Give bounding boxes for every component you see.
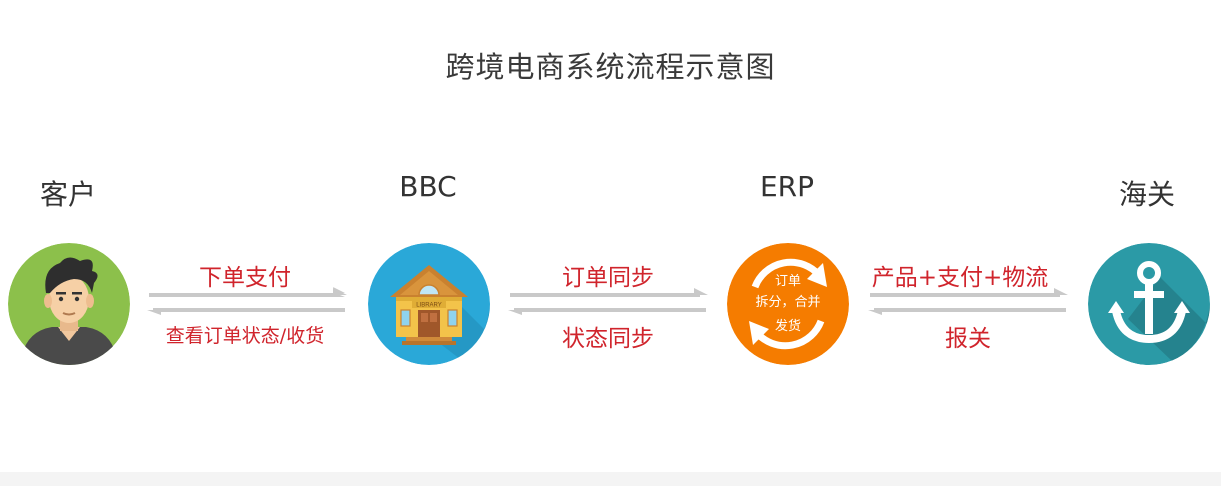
erp-inner-line1: 订单 [775,274,801,289]
arrow-customer-bbc [145,284,350,320]
bbc-library-icon: LIBRARY [368,243,490,365]
customer-icon [8,243,130,365]
node-label-erp: ERP [759,170,815,203]
arrow-erp-customs [866,284,1071,320]
edge-label-order-sync: 订单同步 [562,265,654,291]
page-title: 跨境电商系统流程示意图 [445,50,776,84]
node-label-customs: 海关 [1118,178,1175,211]
erp-cycle-icon: 订单 拆分，合并 发货 [727,243,849,365]
edge-label-order-pay: 下单支付 [199,265,291,291]
footer-band [0,472,1221,486]
edge-label-check-status: 查看订单状态/收货 [165,325,325,347]
erp-inner-line2: 拆分，合并 [755,295,820,310]
anchor-icon [1088,243,1210,365]
erp-inner-line3: 发货 [775,318,801,334]
library-sign-text: LIBRARY [416,303,442,309]
edge-label-product-pay-logistics: 产品+支付+物流 [871,265,1049,291]
node-label-customer: 客户 [39,178,96,211]
edge-label-customs-declare: 报关 [945,326,991,352]
node-label-bbc: BBC [399,170,457,203]
edge-label-status-sync: 状态同步 [562,326,654,352]
arrow-bbc-erp [506,284,711,320]
